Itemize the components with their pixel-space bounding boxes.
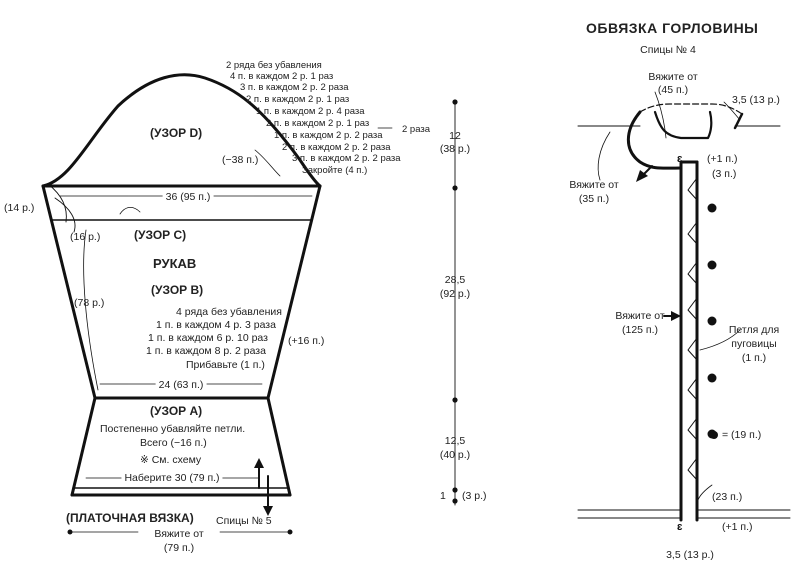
buttonhole-line-3: (1 п.) <box>741 352 767 364</box>
button-spacing: = (19 п.) <box>722 429 762 441</box>
cap-line-8: 2 п. в каждом 2 р. 2 раза <box>282 142 391 153</box>
button-2 <box>707 260 717 270</box>
cuff-left-edge <box>70 396 97 497</box>
pattern-c-label: (УЗОР C) <box>134 228 187 242</box>
front-label: Вяжите от <box>615 310 665 322</box>
front-neck-label: Вяжите от <box>569 179 619 191</box>
inner-rows: (16 р.) <box>70 231 101 243</box>
front-count: (125 п.) <box>621 324 659 336</box>
inc-line-2: 1 п. в каждом 4 р. 3 раза <box>156 319 276 331</box>
sleeve-left-edge <box>41 184 97 400</box>
rows-top: (3 п.) <box>712 168 737 180</box>
button-3 <box>707 316 717 326</box>
measure-1-value: 12 <box>449 130 461 142</box>
side-length: (78 р.) <box>74 297 105 309</box>
cap-line-4: 2 п. в каждом 2 р. 1 раз <box>246 94 350 105</box>
measure-dot-1 <box>452 99 458 105</box>
cap-line-3: 3 п. в каждом 2 р. 2 раза <box>240 82 349 93</box>
measure-dot-4 <box>452 487 458 493</box>
neckband-curve <box>626 110 683 170</box>
pattern-d-label: (УЗОР D) <box>150 126 203 140</box>
back-label: Вяжите от <box>648 71 698 83</box>
front-neck-count: (35 п.) <box>578 193 610 205</box>
inc-line-3: 1 п. в каждом 6 р. 10 раз <box>148 332 268 344</box>
cuff-right-edge <box>266 396 292 497</box>
neckband-needles: Спицы № 4 <box>640 44 696 56</box>
svg-text:ɛ: ɛ <box>677 521 683 533</box>
inc-line-1: 4 ряда без убавления <box>176 306 282 318</box>
measure-dot-5 <box>452 498 458 504</box>
inc-line-4: 1 п. в каждом 8 р. 2 раза <box>146 345 266 357</box>
button-1 <box>707 203 717 213</box>
sleeve-cap-outline <box>41 73 322 188</box>
neckline-back <box>639 103 743 115</box>
measure-4-value: 1 <box>440 490 446 502</box>
measure-dot-3 <box>452 397 458 403</box>
pick-up-count: (79 п.) <box>163 542 195 554</box>
sleeve-right-edge <box>266 184 322 400</box>
bottom-rows: (23 п.) <box>712 491 743 503</box>
cap-line-2: 4 п. в каждом 2 р. 1 раз <box>230 71 334 82</box>
button-4 <box>707 373 717 383</box>
sleeve-title: РУКАВ <box>153 256 197 271</box>
increase-total: (+16 п.) <box>288 335 325 347</box>
measure-3-value: 12,5 <box>444 435 466 447</box>
see-chart: ※ См. схему <box>140 454 202 466</box>
inc-line-5: Прибавьте (1 п.) <box>186 359 265 371</box>
width-mid: 24 (63 п.) <box>155 379 207 391</box>
pattern-a-label: (УЗОР A) <box>150 404 203 418</box>
garter-label: (ПЛАТОЧНАЯ ВЯЗКА) <box>66 511 194 525</box>
measure-1-stitches: (38 р.) <box>439 143 471 155</box>
cap-line-9: 3 п. в каждом 2 р. 2 раза <box>292 153 401 164</box>
side-rows: (14 р.) <box>4 202 35 214</box>
button-legend <box>710 431 718 439</box>
cap-line-1: 2 ряда без убавления <box>226 60 322 71</box>
decrease-total: Всего (−16 п.) <box>140 437 207 449</box>
cap-line-6: 2 п. в каждом 2 р. 1 раз <box>266 118 370 129</box>
needles-label: Спицы № 5 <box>216 515 272 527</box>
width-top: 36 (95 п.) <box>162 191 214 203</box>
buttonhole-line-1: Петля для <box>728 324 780 336</box>
shoulder-bottom: 3,5 (13 р.) <box>666 549 714 561</box>
measure-3-stitches: (40 р.) <box>439 449 471 461</box>
cast-on: Наберите 30 (79 п.) <box>121 472 223 484</box>
measure-2-stitches: (92 р.) <box>439 288 471 300</box>
plus-one-bottom: (+1 п.) <box>722 521 753 533</box>
back-count: (45 п.) <box>657 84 689 96</box>
cap-line-7: 1 п. в каждом 2 р. 2 раза <box>274 130 383 141</box>
shoulder-top: 3,5 (13 р.) <box>732 94 780 106</box>
cap-line-10: Закройте (4 п.) <box>302 165 368 176</box>
neckband-title: ОБВЯЗКА ГОРЛОВИНЫ <box>586 20 759 36</box>
buttonhole-line-2: пуговицы <box>731 338 777 350</box>
measure-dot-2 <box>452 185 458 191</box>
decrease-note: Постепенно убавляйте петли. <box>100 423 246 435</box>
measure-2-value: 28,5 <box>444 274 466 286</box>
svg-text:ɛ: ɛ <box>677 153 683 165</box>
cap-repeat: 2 раза <box>402 124 431 135</box>
plus-one-top: (+1 п.) <box>707 153 738 165</box>
pattern-b-label: (УЗОР B) <box>151 283 204 297</box>
measure-4-stitches: (3 р.) <box>462 490 487 502</box>
pick-up-label: Вяжите от <box>154 528 204 540</box>
cap-line-5: 1 п. в каждом 2 р. 4 раза <box>256 106 365 117</box>
cap-total: (−38 п.) <box>222 154 259 166</box>
